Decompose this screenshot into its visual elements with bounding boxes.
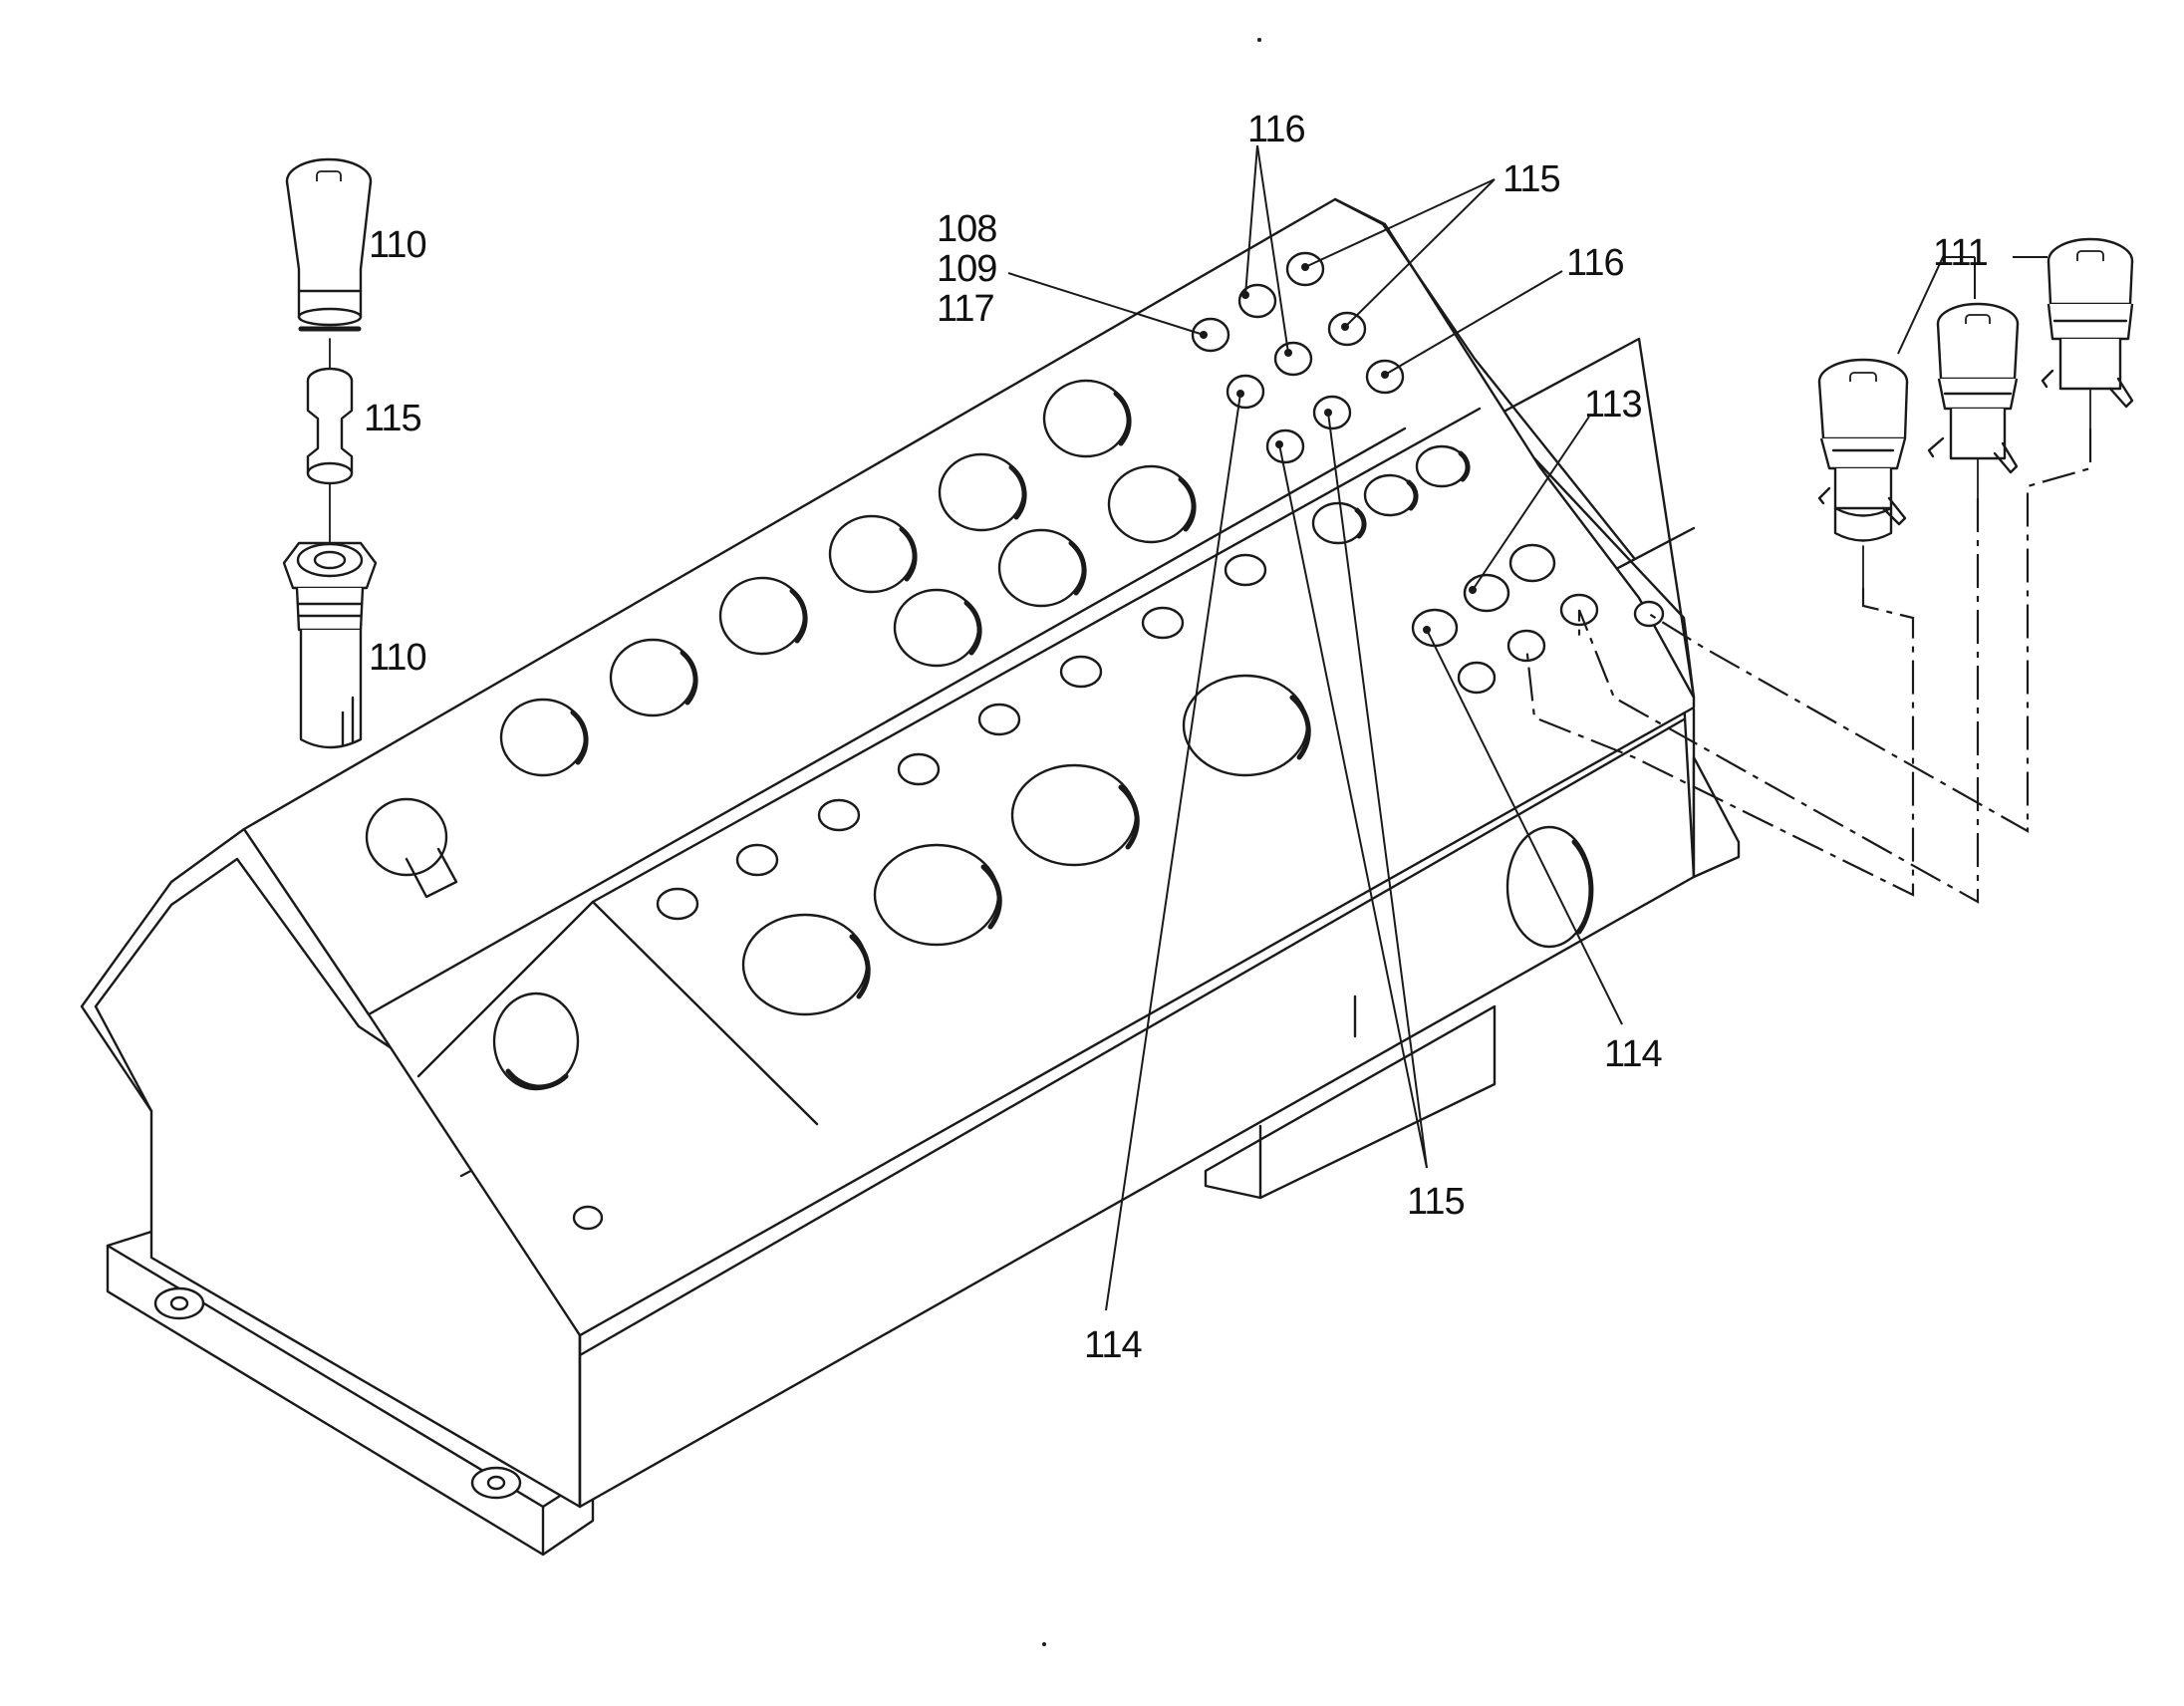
front-side-opening xyxy=(1505,825,1594,949)
leader-lines xyxy=(1007,144,2048,1311)
fuse-holder-111-c xyxy=(2041,237,2134,429)
callout-109: 109 xyxy=(937,248,996,290)
callout-115-top: 115 xyxy=(1502,158,1560,200)
upper-large-holes xyxy=(499,379,1197,777)
keyslot-hole xyxy=(365,797,458,899)
fuse-holder-assembly-left xyxy=(282,157,378,749)
flange-mounting-hole-right xyxy=(470,1466,522,1500)
fuse-holder-111-b xyxy=(1927,302,2020,499)
callout-labels: 110 115 110 108 109 117 116 115 116 111 … xyxy=(364,109,1989,1366)
callout-116-top: 116 xyxy=(1247,109,1305,150)
scan-speck xyxy=(1257,38,1261,42)
scan-speck xyxy=(1042,1642,1046,1646)
fuse-holder-111-a xyxy=(1817,358,1909,589)
small-front-hole xyxy=(572,1205,604,1231)
callout-116-right: 116 xyxy=(1566,242,1624,284)
assembly-routing-lines xyxy=(1524,428,2092,904)
callout-113: 113 xyxy=(1584,384,1642,426)
callout-114-right: 114 xyxy=(1604,1033,1662,1075)
fuse-cap-110 xyxy=(285,157,373,332)
callout-110-top: 110 xyxy=(369,224,426,266)
callout-117: 117 xyxy=(937,288,994,330)
lower-strip-holes xyxy=(656,444,1471,1016)
fuse-cartridge-115 xyxy=(306,367,354,485)
fuse-base-110 xyxy=(282,541,378,749)
front-round-button xyxy=(492,992,580,1091)
callout-115-left: 115 xyxy=(364,398,421,439)
callout-110-bottom: 110 xyxy=(369,637,426,679)
callout-115-bottom: 115 xyxy=(1407,1181,1465,1223)
lower-box xyxy=(1204,1004,1497,1200)
right-flange xyxy=(1692,755,1741,879)
callout-114-bottom: 114 xyxy=(1084,1324,1142,1366)
callout-111: 111 xyxy=(1933,232,1988,274)
end-panel-holes xyxy=(1411,543,1665,695)
flange-mounting-hole-left xyxy=(153,1286,205,1320)
callout-108: 108 xyxy=(937,208,996,250)
